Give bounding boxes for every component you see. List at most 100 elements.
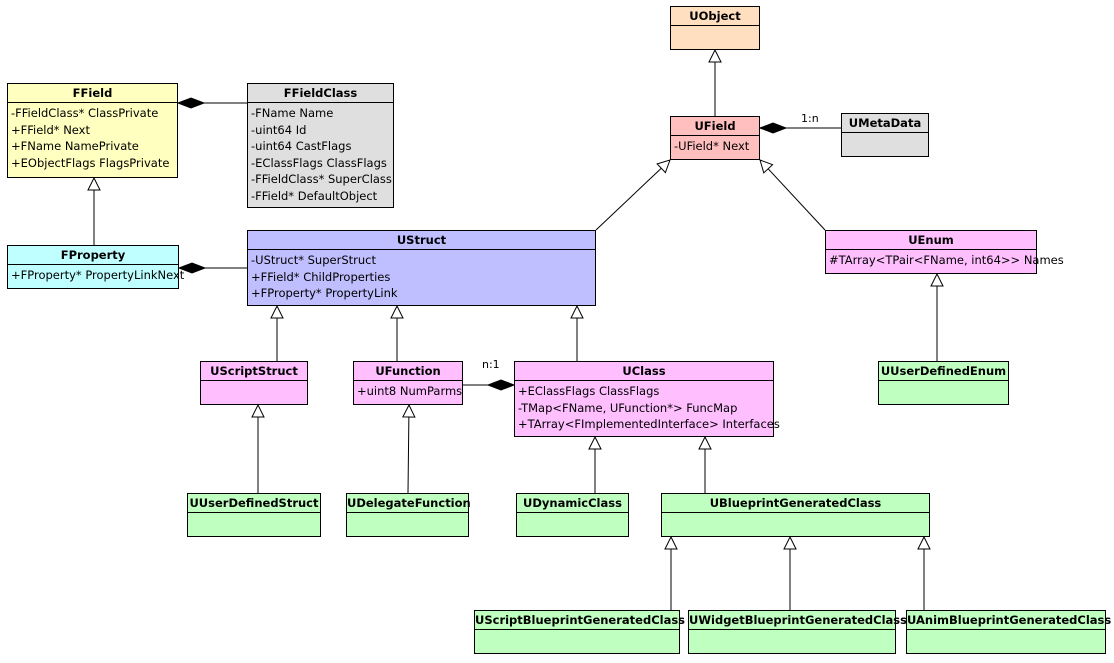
class-attribute: -FName Name xyxy=(251,106,334,120)
class-udelegatefunction: UDelegateFunction xyxy=(346,493,471,537)
class-uscriptstruct: UScriptStruct xyxy=(200,361,308,405)
class-attribute: +FField* Next xyxy=(11,122,90,137)
class-attributes xyxy=(475,630,679,653)
generalization-arrowhead xyxy=(588,435,602,450)
generalization-arrowhead xyxy=(570,304,584,319)
class-attribute: -EClassFlags ClassFlags xyxy=(251,155,387,170)
class-attribute: -UField* Next xyxy=(674,139,750,153)
class-attributes xyxy=(188,513,320,536)
class-attributes xyxy=(907,630,1105,653)
generalization-arrowhead xyxy=(270,304,284,319)
class-attribute: -FFieldClass* SuperClass xyxy=(251,172,392,186)
class-uanimblueprintgeneratedclass: UAnimBlueprintGeneratedClass xyxy=(906,610,1111,654)
class-name: FField xyxy=(8,84,177,103)
class-attribute: +FField* ChildProperties xyxy=(251,269,391,284)
class-ufunction: UFunction+uint8 NumParms xyxy=(353,361,463,405)
class-attributes xyxy=(517,513,628,536)
class-attributes: +EClassFlags ClassFlags -TMap<FName, UFun… xyxy=(515,381,780,436)
class-uobject: UObject xyxy=(670,6,760,50)
class-attributes: -FFieldClass* ClassPrivate +FField* Next +… xyxy=(8,103,177,177)
class-attributes xyxy=(671,26,759,49)
class-uuserdefinedenum: UUserDefinedEnum xyxy=(878,361,1009,405)
class-name: UWidgetBlueprintGeneratedClass xyxy=(689,611,907,630)
class-attributes: -UStruct* SuperStruct +FField* ChildPrope… xyxy=(248,250,595,305)
class-attributes: -FName Name -uint64 Id -uint64 CastFlags -E… xyxy=(248,103,393,207)
generalization-arrowhead xyxy=(930,272,944,287)
class-name: UDynamicClass xyxy=(517,494,628,513)
class-attribute: -uint64 CastFlags xyxy=(251,139,352,153)
class-name: UDelegateFunction xyxy=(347,494,471,513)
class-attribute: +EClassFlags ClassFlags xyxy=(518,384,660,398)
class-ffieldclass: FFieldClass -FName Name -uint64 Id -uint64 … xyxy=(247,83,394,208)
generalization-arrowhead xyxy=(698,435,712,450)
composition-diamond xyxy=(486,379,516,391)
class-attributes xyxy=(689,630,895,653)
class-name: FFieldClass xyxy=(248,84,393,103)
multiplicity-label: n:1 xyxy=(482,358,500,371)
class-ublueprintgeneratedclass: UBlueprintGeneratedClass xyxy=(661,493,930,537)
class-name: UAnimBlueprintGeneratedClass xyxy=(907,611,1111,630)
composition-diamond xyxy=(758,122,788,134)
class-udynamicclass: UDynamicClass xyxy=(516,493,629,537)
class-attribute: +TArray<FImplementedInterface> Interface… xyxy=(518,417,780,431)
generalization-arrowhead xyxy=(917,535,931,550)
multiplicity-label: 1:n xyxy=(801,112,819,125)
generalization-line xyxy=(595,167,662,231)
class-name: UMetaData xyxy=(842,114,928,133)
class-ffield: FField -FFieldClass* ClassPrivate +FField*… xyxy=(7,83,178,178)
class-uuserdefinedstruct: UUserDefinedStruct xyxy=(187,493,321,537)
generalization-line xyxy=(767,168,826,231)
class-name: UFunction xyxy=(354,362,462,381)
class-attribute: +FProperty* PropertyLinkNext xyxy=(11,268,185,282)
class-attribute: -FField* DefaultObject xyxy=(251,188,378,203)
class-attributes: -UField* Next xyxy=(671,136,759,159)
generalization-arrowhead xyxy=(251,403,265,418)
class-name: UUserDefinedEnum xyxy=(879,362,1008,381)
class-uwidgetblueprintgeneratedclass: UWidgetBlueprintGeneratedClass xyxy=(688,610,907,654)
class-name: UObject xyxy=(671,7,759,26)
generalization-arrowhead xyxy=(402,403,416,418)
class-attribute: -TMap<FName, UFunction*> FuncMap xyxy=(518,400,738,415)
class-name: UScriptBlueprintGeneratedClass xyxy=(475,611,685,630)
class-name: UClass xyxy=(515,362,773,381)
class-attribute: +FName NamePrivate xyxy=(11,139,139,153)
class-name: UEnum xyxy=(826,231,1036,250)
class-attribute: +EObjectFlags FlagsPrivate xyxy=(11,155,170,170)
generalization-arrowhead xyxy=(664,535,678,550)
class-attribute: -UStruct* SuperStruct xyxy=(251,253,376,267)
class-fproperty: FProperty +FProperty* PropertyLinkNext xyxy=(7,245,185,289)
generalization-arrowhead xyxy=(390,304,404,319)
class-name: FProperty xyxy=(8,246,178,265)
class-uenum: UEnum #TArray<TPair<FName, int64>> Names xyxy=(825,230,1064,274)
class-umetadata: UMetaData xyxy=(841,113,929,157)
class-attributes xyxy=(201,381,307,404)
class-name: UField xyxy=(671,117,759,136)
generalization-arrowhead xyxy=(783,535,797,550)
class-name: UScriptStruct xyxy=(201,362,307,381)
composition-diamond xyxy=(177,262,207,274)
class-attribute: +FProperty* PropertyLink xyxy=(251,286,398,300)
class-attributes xyxy=(842,133,928,156)
generalization-arrowhead xyxy=(656,159,671,174)
class-attributes: #TArray<TPair<FName, int64>> Names xyxy=(826,250,1064,273)
class-name: UStruct xyxy=(248,231,595,250)
generalization-line xyxy=(407,416,410,494)
class-attribute: #TArray<TPair<FName, int64>> Names xyxy=(829,253,1064,267)
class-name: UUserDefinedStruct xyxy=(188,494,320,513)
class-attribute: -FFieldClass* ClassPrivate xyxy=(11,106,159,120)
generalization-arrowhead xyxy=(759,159,774,174)
class-attribute: -uint64 Id xyxy=(251,122,307,137)
class-ustruct: UStruct -UStruct* SuperStruct +FField* Chi… xyxy=(247,230,596,306)
generalization-arrowhead xyxy=(87,176,101,191)
class-uscriptblueprintgeneratedclass: UScriptBlueprintGeneratedClass xyxy=(474,610,685,654)
class-attributes xyxy=(347,513,468,536)
class-attributes: +FProperty* PropertyLinkNext xyxy=(8,265,185,288)
class-ufield: UField -UField* Next xyxy=(670,116,760,160)
class-attributes xyxy=(662,513,929,536)
generalization-arrowhead xyxy=(708,48,722,63)
class-uclass: UClass +EClassFlags ClassFlags -TMap<FName… xyxy=(514,361,780,437)
class-name: UBlueprintGeneratedClass xyxy=(662,494,929,513)
composition-diamond xyxy=(176,97,206,109)
